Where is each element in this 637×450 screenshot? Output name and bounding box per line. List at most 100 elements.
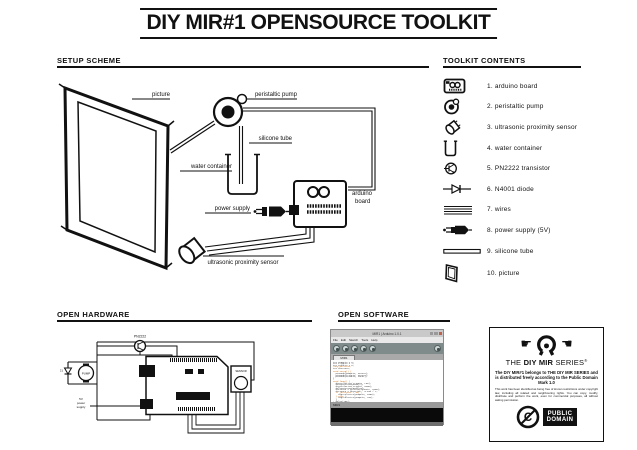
supply-label-3: supply <box>77 405 86 409</box>
code-line: if (distance < 40) { <box>333 391 362 395</box>
silicone-tube-line <box>169 120 216 154</box>
toolkit-item-label: 8. power supply (5V) <box>487 226 551 234</box>
series-title-post: SERIES <box>555 358 585 367</box>
toolkit-item-label: 3. ultrasonic proximity sensor <box>487 123 578 131</box>
code-line: duration = pulseIn(echoPin, HIGH); <box>333 388 381 392</box>
code-line: digitalWrite(trigPin, HIGH); <box>333 384 373 388</box>
list-item: 3. ultrasonic proximity sensor <box>443 117 613 138</box>
toolkit-rule <box>443 66 581 68</box>
list-item: 9. silicone tube <box>443 241 613 262</box>
list-item: 6. N4001 diode <box>443 179 613 200</box>
ide-code-editor[interactable]: int pumpPin = 9;int trigPin = 7;int echo… <box>331 360 443 402</box>
list-item: 2. peristaltic pump <box>443 97 613 118</box>
tab-sketch[interactable]: MIR1 <box>333 355 355 360</box>
supply-label-2: power <box>77 401 85 405</box>
code-line: delay(100); <box>333 399 351 402</box>
ide-tabstrip: MIR1 <box>331 354 443 360</box>
setup-scheme-heading: SETUP SCHEME <box>57 56 121 65</box>
arduino-board-icon <box>443 78 487 94</box>
menu-sketch[interactable]: Sketch <box>349 338 359 342</box>
maximize-button[interactable] <box>434 331 438 335</box>
menu-file[interactable]: File <box>333 338 338 342</box>
badge-fine-print: This work has been identified as being f… <box>495 386 598 403</box>
toolkit-item-label: 2. peristaltic pump <box>487 103 544 111</box>
code-line: pinMode(trigPin, OUTPUT); <box>333 373 369 377</box>
peristaltic-pump-icon <box>443 98 487 115</box>
tube-to-container-line <box>238 126 244 184</box>
open-source-keyhole-icon <box>537 334 556 356</box>
picture-icon <box>443 263 487 283</box>
toolkit-item-label: 1. arduino board <box>487 82 538 90</box>
code-line: digitalWrite(pumpPin, LOW); <box>333 396 374 400</box>
code-line: } <box>333 397 337 401</box>
code-line: void setup() { <box>333 370 352 374</box>
wires-icon <box>443 205 487 215</box>
page-title-block: DIY MIR#1 OPENSOURCE TOOLKIT <box>139 8 498 39</box>
ide-console <box>331 408 443 422</box>
toolkit-item-label: 10. picture <box>487 269 520 277</box>
open-hardware-heading: OPEN HARDWARE <box>57 310 130 319</box>
serial-monitor-button[interactable] <box>434 345 441 352</box>
menu-tools[interactable]: Tools <box>361 338 369 342</box>
code-line: int echoPin = 6; <box>333 363 355 367</box>
menu-edit[interactable]: Edit <box>340 338 347 342</box>
upload-button[interactable] <box>342 345 349 352</box>
toolkit-item-label: 4. water container <box>487 144 543 152</box>
minimize-button[interactable] <box>429 331 433 335</box>
water-container-icon <box>443 140 487 157</box>
ide-titlebar[interactable]: MIR1 | Arduino 1.0.1 <box>331 330 443 337</box>
list-item: 7. wires <box>443 200 613 221</box>
close-button[interactable] <box>438 331 442 335</box>
arduino-board-schematic <box>139 355 229 416</box>
badge-logo-row: ☛ ☚ <box>495 331 598 357</box>
toolkit-item-label: 7. wires <box>487 206 511 214</box>
supply-label-1: 5V <box>79 397 83 401</box>
menu-help[interactable]: Help <box>371 338 378 342</box>
list-item: 1. arduino board <box>443 76 613 97</box>
code-line: digitalWrite(trigPin, LOW); <box>333 381 372 385</box>
picture-frame-drawing <box>58 83 175 271</box>
badge-series-title: THE DIY MIR SERIES® <box>495 358 598 367</box>
code-line: distance = duration * 0.034 / 2; <box>333 389 378 393</box>
transistor-label: PN2222 <box>134 335 146 339</box>
arduino-board-drawing <box>289 180 347 228</box>
ultrasonic-sensor-icon <box>443 119 487 136</box>
ultrasonic-sensor-drawing <box>178 227 315 265</box>
diode-icon <box>443 184 487 195</box>
code-line: int distance; <box>333 367 351 370</box>
code-line: delayMicroseconds(10); <box>333 386 365 390</box>
public-domain-mark: C PUBLIC DOMAIN <box>495 405 598 429</box>
open-hardware-rule <box>57 320 312 322</box>
power-supply-label: power supply <box>215 206 250 212</box>
pointing-hand-left-icon: ☚ <box>561 336 573 352</box>
arduino-board-label-1: arduino <box>352 191 373 197</box>
save-sketch-button[interactable] <box>369 345 376 352</box>
diy-mir-series-badge: ☛ ☚ THE DIY MIR SERIES® The DIY MIR#1 be… <box>489 327 604 442</box>
ultrasonic-sensor-label: ultrasonic proximity sensor <box>207 260 278 266</box>
picture-label: picture <box>152 92 171 98</box>
toolkit-item-label: 5. PN2222 transistor <box>487 165 551 173</box>
pump-diode-loop: N4001 PUMP <box>60 361 97 385</box>
open-sketch-button[interactable] <box>360 345 367 352</box>
toolkit-item-label: 9. silicone tube <box>487 247 534 255</box>
transistor-icon <box>443 161 487 176</box>
list-item: 5. PN2222 transistor <box>443 158 613 179</box>
series-title-pre: THE <box>505 358 522 367</box>
open-software-heading: OPEN SOFTWARE <box>338 310 410 319</box>
setup-scheme-diagram: picture peristaltic pump silicone tube w… <box>58 83 376 271</box>
pd-word-domain: DOMAIN <box>546 417 574 424</box>
peristaltic-pump-drawing <box>212 93 248 128</box>
badge-statement: The DIY MIR#1 belongs to THE DIY MIR SER… <box>495 369 598 386</box>
pump-label: PUMP <box>82 371 90 375</box>
copyright-slash-icon: C <box>516 405 539 429</box>
ide-bottombar <box>331 422 443 426</box>
tube-to-board-line <box>243 107 376 191</box>
code-line: int trigPin = 7; <box>333 362 355 366</box>
toolkit-contents-list: 1. arduino board 2. peristaltic pump 3. … <box>443 76 613 285</box>
peristaltic-pump-label: peristaltic pump <box>255 92 298 98</box>
water-container-drawing <box>225 153 260 195</box>
new-sketch-button[interactable] <box>351 345 358 352</box>
verify-button[interactable] <box>333 345 340 352</box>
